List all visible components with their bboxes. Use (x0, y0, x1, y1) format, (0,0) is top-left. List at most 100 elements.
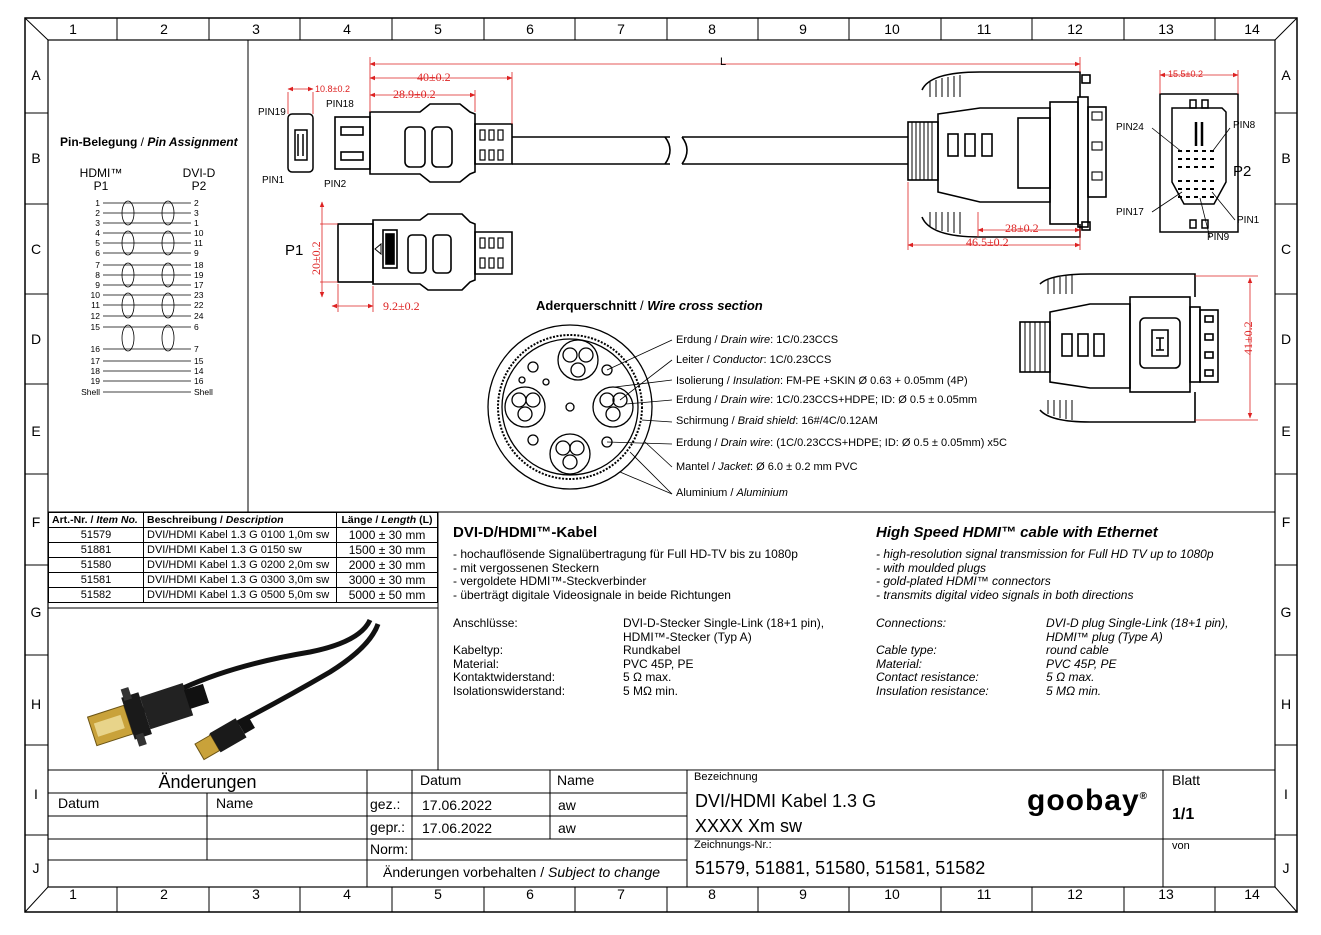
col-label: 1 (69, 886, 77, 902)
pin-left-label: 17 (91, 356, 101, 366)
col-label: 4 (343, 886, 351, 902)
pin-left-label: 9 (95, 280, 100, 290)
row-label: G (30, 604, 42, 620)
col-label: 9 (799, 886, 807, 902)
desc-en-title: High Speed HDMI™ cable with Ethernet (876, 524, 1158, 541)
twisted-pair-marker (161, 230, 175, 256)
cs-label-value: : 1C/0.23CCS+HDPE; ID: Ø 0.5 ± 0.05mm (770, 394, 978, 406)
col-label: 9 (799, 21, 807, 37)
spec-value-line: DVI-D plug Single-Link (18+1 pin), (1046, 616, 1229, 630)
gez-name: aw (558, 797, 576, 813)
table-header: Art.-Nr. / Item No. Beschreibung / Descr… (48, 512, 438, 528)
col-label: 2 (160, 21, 168, 37)
col-label: 14 (1244, 21, 1260, 37)
zeichnungs-nr-label: Zeichnungs-Nr.: (694, 839, 772, 851)
pin-right-label: 19 (194, 270, 204, 280)
blatt-value: 1/1 (1172, 806, 1195, 823)
cs-label-sep: / (711, 437, 721, 449)
item-no-cell: 51881 (48, 542, 144, 558)
row-label: E (31, 423, 41, 439)
spec-value: round cable (1046, 643, 1109, 658)
feature-bullet: - mit vergossenen Steckern (453, 560, 600, 575)
pin-right-label: 22 (194, 300, 204, 310)
cs-label-de: Mantel (676, 461, 710, 473)
desc-en-specs: Connections: DVI-D plug Single-Link (18+1… (876, 616, 1229, 699)
gez-date: 17.06.2022 (422, 797, 493, 813)
col-label: 13 (1158, 886, 1174, 902)
twisted-pair-marker (161, 262, 175, 288)
row-label: I (34, 786, 38, 802)
pin-right-label: 14 (194, 366, 204, 376)
row-label: F (31, 514, 41, 530)
row-label: D (30, 331, 42, 347)
row-label: B (1281, 150, 1291, 166)
row-label: G (1280, 604, 1292, 620)
cs-label-value: : FM-PE +SKIN Ø 0.63 + 0.05mm (4P) (779, 375, 968, 387)
spec-row: Isolationswiderstand: 5 MΩ min. (453, 683, 824, 699)
pin-right-label: 10 (194, 228, 204, 238)
cs-label-sep: / (709, 461, 719, 473)
gepr-date: 17.06.2022 (422, 820, 493, 836)
cs-label-sep: / (711, 334, 721, 346)
spec-value: 5 Ω max. (623, 670, 671, 685)
pin-title-de: Pin-Belegung (60, 135, 138, 149)
spec-value: DVI-D plug Single-Link (18+1 pin),HDMI™ … (1046, 616, 1229, 644)
dim-L: L (720, 56, 727, 68)
bezeichnung-label: Bezeichnung (694, 771, 758, 783)
cs-label-de: Erdung (676, 437, 712, 449)
cs-label-en: Aluminium (736, 487, 788, 499)
col-label: 1 (69, 21, 77, 37)
hdmi-plug-top (334, 103, 671, 183)
cross-section-label: Mantel / Jacket: Ø 6.0 ± 0.2 mm PVC (676, 461, 858, 473)
dvi-pin17: PIN17 (1116, 207, 1144, 218)
cross-section-label: Schirmung / Braid shield: 16#/4C/0.12AM (676, 415, 878, 427)
desc-de-specs: Anschlüsse:DVI-D-Stecker Single-Link (18… (453, 616, 824, 699)
cs-label-value: : 1C/0.23CCS (763, 354, 832, 366)
cs-label-value: : Ø 6.0 ± 0.2 mm PVC (750, 461, 858, 473)
spec-key: Connections: (876, 616, 947, 630)
pin-left-label: 18 (91, 366, 101, 376)
pin-right-label: 17 (194, 280, 204, 290)
p2-label: P2 (1233, 163, 1252, 180)
connector-drawing (287, 57, 1258, 495)
gez-label: gez.: (370, 796, 401, 812)
cs-label-en: Jacket (718, 461, 750, 473)
pin-right-label: 1 (194, 218, 199, 228)
dim-41: 41±0.2 (1241, 321, 1255, 355)
spec-key: Isolationswiderstand: (453, 683, 566, 698)
desc-en-title-text: High Speed HDMI™ cable with Ethernet (876, 524, 1158, 541)
cs-label-value: : 16#/4C/0.12AM (795, 415, 878, 427)
pin-left-label: 2 (95, 208, 100, 218)
spec-value-line: 5 MΩ min. (1046, 683, 1102, 698)
changes-name-head: Name (216, 795, 254, 811)
spec-row: Insulation resistance:5 MΩ min. (876, 683, 1228, 699)
spec-row: Contact resistance:5 Ω max. (876, 670, 1228, 685)
spec-value: Rundkabel (623, 643, 680, 658)
spec-value: 5 MΩ min. (623, 683, 678, 699)
feature-bullet: - überträgt digitale Videosignale in bei… (453, 587, 731, 602)
col-label: 13 (1158, 21, 1174, 37)
spec-value-line: 5 MΩ min. (623, 683, 678, 698)
col-label: 14 (1244, 886, 1260, 902)
cross-section-label: Erdung / Drain wire: (1C/0.23CCS+HDPE; I… (676, 437, 1007, 449)
desc-de-bullets: - hochauflösende Signalübertragung für F… (453, 547, 798, 602)
twisted-pair-marker (161, 200, 175, 226)
item-no-cell: 51580 (48, 557, 144, 573)
spec-key: Anschlüsse: (453, 616, 518, 630)
feature-bullet: - vergoldete HDMI™-Steckverbinder (453, 574, 647, 588)
pin-right-label: 2 (194, 198, 199, 208)
row-label: E (1281, 423, 1291, 439)
reserved-sep: / (536, 864, 549, 880)
dim-28: 28±0.2 (1005, 221, 1039, 235)
feature-bullet: - with moulded plugs (876, 560, 987, 575)
norm-label: Norm: (370, 841, 409, 857)
spec-row: Connections: DVI-D plug Single-Link (18+1… (876, 616, 1229, 644)
dvi-plug-top (681, 71, 1107, 238)
product-photo (86, 618, 381, 761)
spec-key: Contact resistance: (876, 670, 979, 684)
col-label: 8 (708, 21, 716, 37)
pin-left-label: 10 (91, 290, 101, 300)
dvi-sub: P2 (191, 179, 207, 193)
